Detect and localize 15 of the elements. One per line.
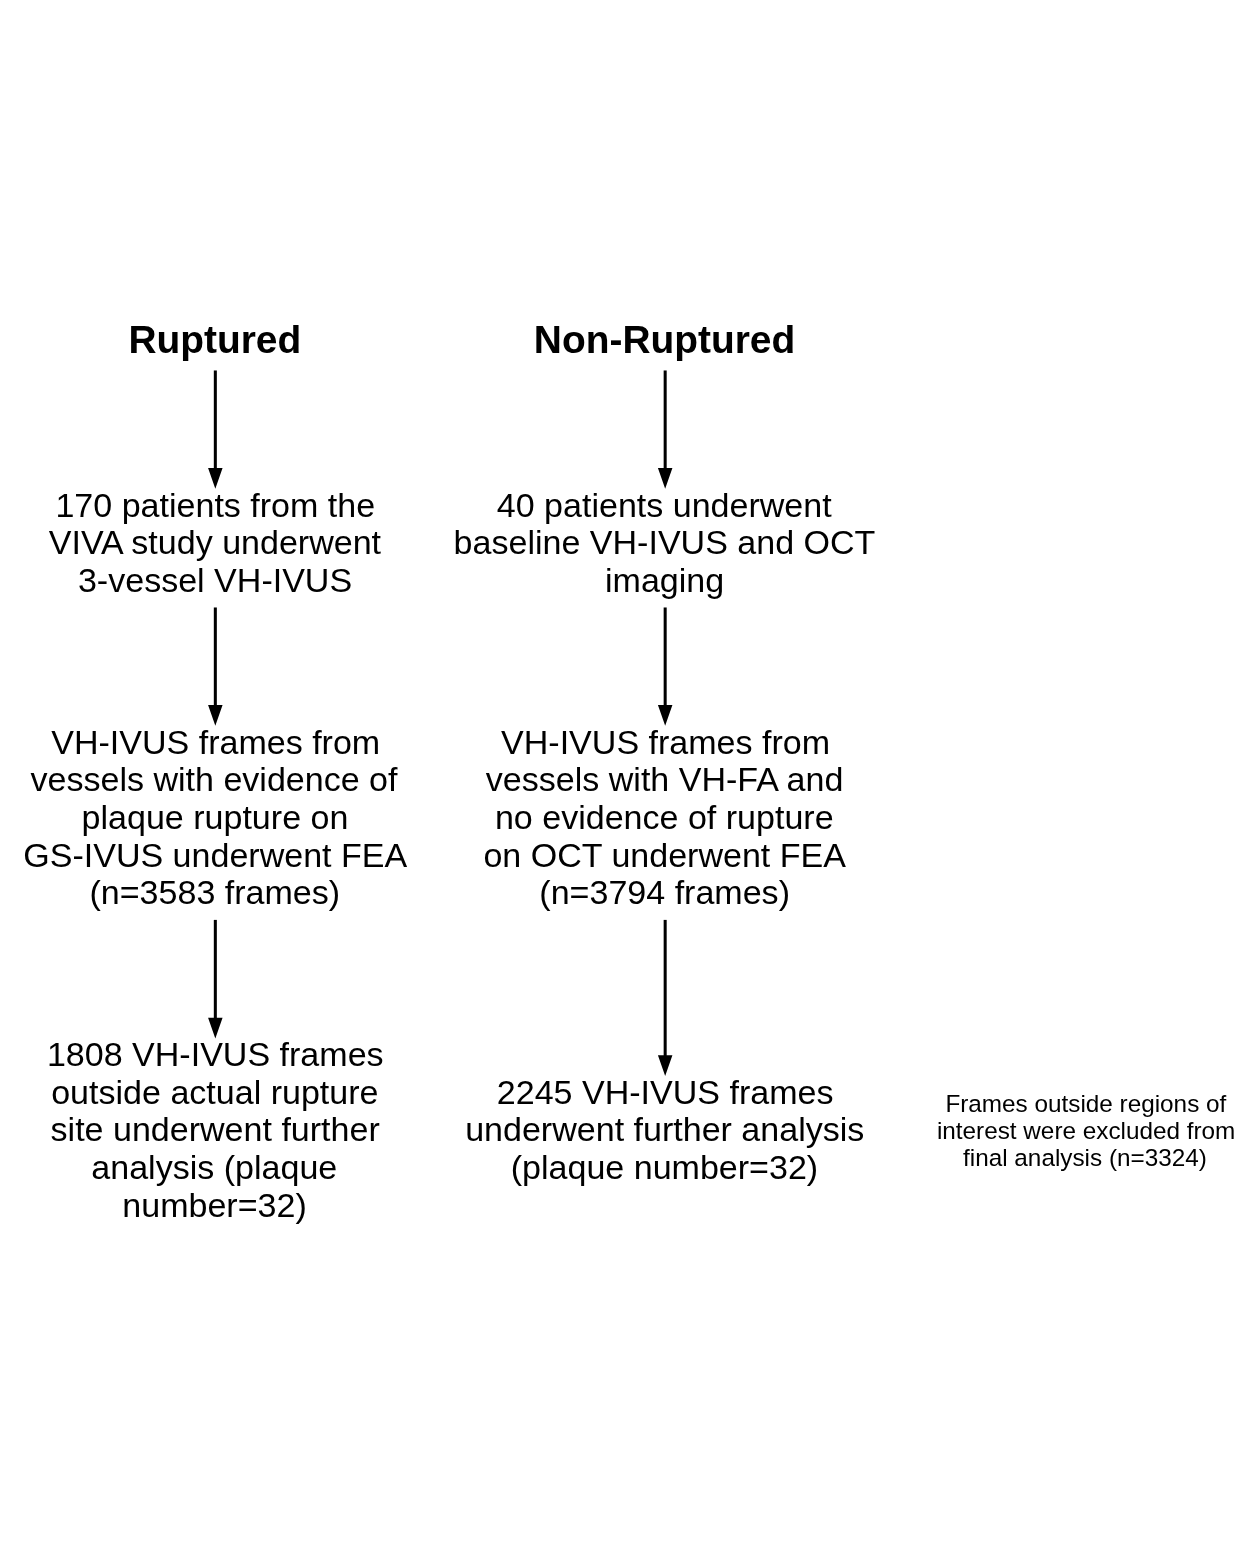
- arrow: [657, 369, 673, 489]
- node-text: Ruptured: [128, 317, 302, 361]
- node-text: VH-IVUS frames from vessels with VH-FA and no evidence of rupture on OCT underwent FEA (n=3794 frames): [483, 722, 846, 911]
- node-text: 2245 VH-IVUS frames underwent further analysis (plaque number=32): [465, 1072, 865, 1186]
- arrow: [657, 919, 673, 1076]
- arrow: [657, 607, 673, 726]
- arrow: [208, 919, 223, 1038]
- arrow: [208, 607, 223, 726]
- label: Frames outside regions of interest were excluded from final analysis (n=3324): [936, 1089, 1236, 1171]
- node-text: 170 patients from the VIVA study underwent 3-vessel VH-IVUS: [48, 485, 382, 599]
- node-text: 40 patients underwent baseline VH-IVUS and OCT imaging: [453, 485, 876, 599]
- node-text: 1808 VH-IVUS frames outside actual rupture site underwent further analysis (plaque number=32): [46, 1034, 384, 1224]
- node-text: VH-IVUS frames from vessels with evidence of plaque rupture on GS-IVUS underwent FEA (n=3583 frames): [23, 722, 408, 911]
- arrow: [208, 369, 223, 489]
- node-text: Non-Ruptured: [533, 317, 796, 361]
